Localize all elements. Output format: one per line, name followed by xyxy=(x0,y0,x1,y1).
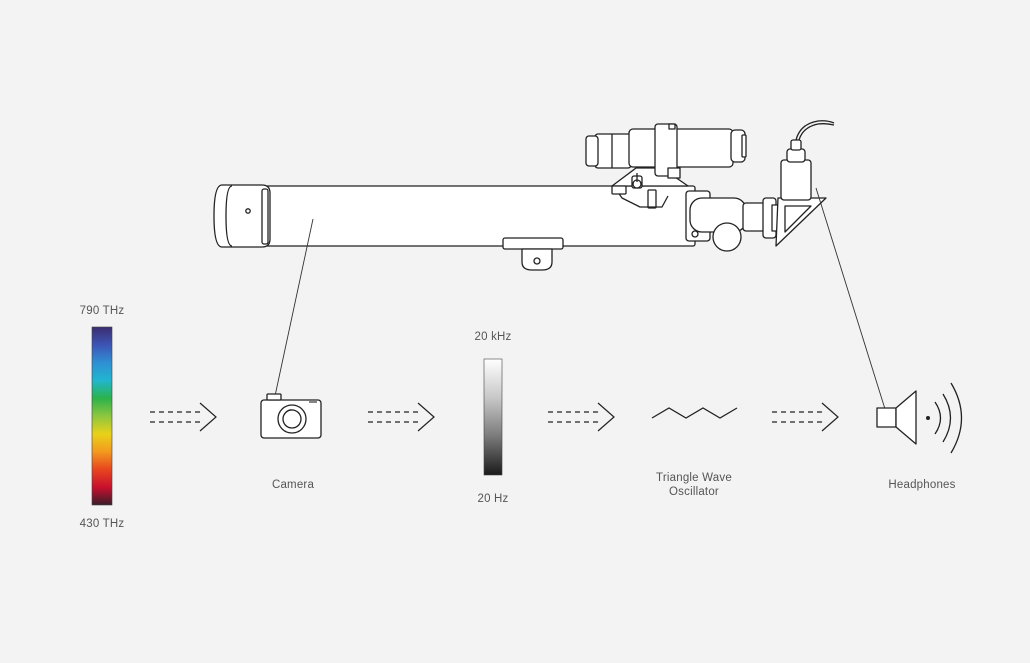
oscillator-label-line2: Oscillator xyxy=(669,486,719,498)
audio-scale-bottom-label: 20 Hz xyxy=(477,493,509,505)
camera-label: Camera xyxy=(271,479,315,491)
audio-scale-top-label: 20 kHz xyxy=(474,331,512,343)
triangle-wave-icon xyxy=(651,407,738,419)
camera-icon xyxy=(260,393,322,439)
grayscale-bar xyxy=(483,358,503,476)
arrow-icon xyxy=(772,402,839,432)
telescope-icon xyxy=(213,120,835,271)
spectrum-bottom-label: 430 THz xyxy=(79,518,125,530)
oscillator-label: Triangle Wave Oscillator xyxy=(624,471,764,499)
arrow-icon xyxy=(368,402,435,432)
finderscope-icon xyxy=(585,123,747,209)
spectrum-top-label: 790 THz xyxy=(79,305,125,317)
arrow-icon xyxy=(548,402,615,432)
arrow-icon xyxy=(150,402,217,432)
headphones-label: Headphones xyxy=(888,479,956,491)
spectrum-bar xyxy=(91,326,113,506)
oscillator-label-line1: Triangle Wave xyxy=(656,472,732,484)
flow-arrows xyxy=(150,402,839,432)
speaker-icon xyxy=(876,382,963,454)
